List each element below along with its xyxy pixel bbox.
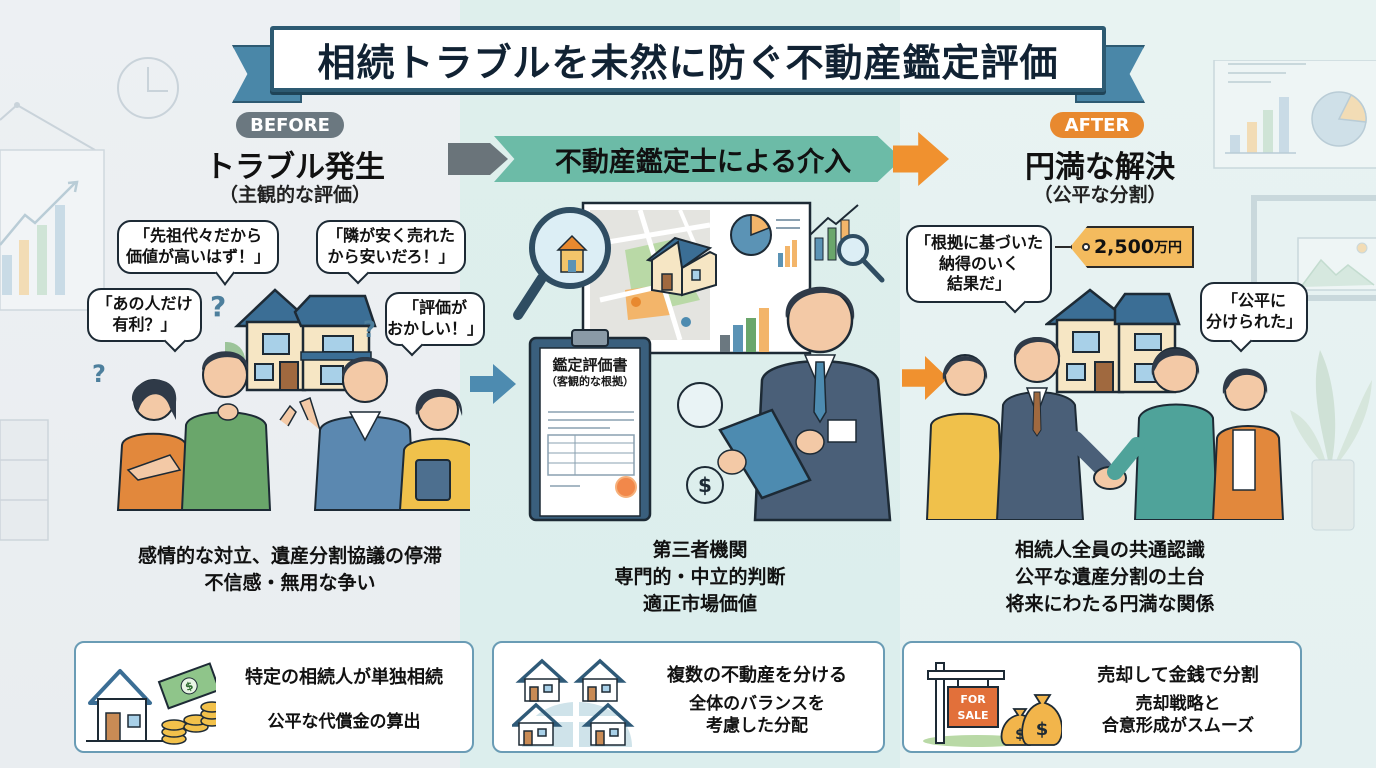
- background-cabinet-decoration: [0, 419, 49, 541]
- bubble-text: おかしい！」: [387, 319, 484, 338]
- card-title: 複数の不動産を分ける: [667, 665, 847, 686]
- card-title: 売却して金銭で分割: [1097, 665, 1259, 686]
- before-subheading: （主観的な評価）: [218, 184, 371, 206]
- summary-line: 適正市場価値: [642, 592, 757, 615]
- bubble-text: 「あの人だけ: [96, 294, 193, 314]
- summary-line: 第三者機関: [652, 539, 748, 561]
- svg-text:$: $: [698, 473, 712, 497]
- speech-bubble: 「根拠に基づいた 納得のいく 結果だ」: [906, 225, 1052, 303]
- speech-bubble: 「先祖代々だから 価値が高いはず！」: [117, 220, 279, 274]
- price-amount: 2,500: [1093, 236, 1155, 258]
- bubble-text: 「公平に: [1221, 291, 1286, 311]
- house-icon: [1045, 288, 1181, 394]
- bubble-text: 結果だ」: [946, 274, 1011, 294]
- price-tag-string: [1055, 246, 1083, 248]
- card-description-line: 売却戦略と: [1135, 694, 1221, 714]
- summary-line: 公平な遺産分割の土台: [1014, 565, 1205, 588]
- multiple-houses-icon: [512, 658, 635, 747]
- middle-banner: 不動産鑑定士による介入: [494, 136, 902, 182]
- speech-bubble: 「公平に 分けられた」: [1200, 282, 1308, 342]
- document-subtitle: （客観的な根拠）: [546, 374, 634, 388]
- speech-bubble: 「あの人だけ 有利？」: [87, 288, 202, 342]
- after-badge: AFTER: [1050, 112, 1144, 138]
- handshake-family-illustration: [925, 337, 1285, 520]
- summary-line: 将来にわたる円満な関係: [1005, 592, 1215, 615]
- bubble-text: 「根拠に基づいた: [914, 232, 1043, 252]
- svg-text:$: $: [1036, 719, 1049, 740]
- appraisal-document: 鑑定評価書 （客観的な根拠）: [540, 356, 640, 389]
- background-chart-decoration-right: [1213, 60, 1376, 301]
- bubble-text: 分けられた」: [1205, 312, 1302, 331]
- bubble-text: 「評価が: [402, 298, 467, 318]
- middle-banner-label: 不動産鑑定士による介入: [554, 146, 852, 178]
- house-money-icon: $: [86, 662, 216, 745]
- card-title: 特定の相続人が単独相続: [245, 667, 443, 688]
- background-chart-decoration-left: [0, 57, 179, 311]
- card-description: 全体のバランスを 考慮した分配: [644, 693, 870, 737]
- background-plant-decoration: [1290, 350, 1372, 531]
- bubble-text: 「先祖代々だから: [133, 226, 262, 246]
- page-title: 相続トラブルを未然に防ぐ不動産鑑定評価: [317, 40, 1059, 85]
- price-unit: 万円: [1154, 240, 1183, 256]
- sign-text: SALE: [958, 709, 989, 722]
- card-description-line: 合意形成がスムーズ: [1101, 716, 1255, 737]
- bubble-text: 価値が高いはず！」: [125, 247, 270, 266]
- middle-summary: 第三者機関 専門的・中立的判断 適正市場価値: [580, 537, 820, 618]
- before-heading: トラブル発生: [205, 150, 385, 185]
- after-subheading: （公平な分割）: [1033, 184, 1167, 206]
- arguing-family-illustration: [116, 351, 470, 511]
- summary-line: 不信感・無用な争い: [204, 571, 376, 594]
- summary-line: 専門的・中立的判断: [614, 565, 786, 588]
- summary-line: 感情的な対立、遺産分割協議の停滞: [137, 545, 442, 567]
- svg-text:$: $: [184, 679, 196, 694]
- case-card-sale: FOR SALE $ $ 売却して金銭で分割 売却戦略と 合意形成がスムーズ: [902, 641, 1302, 753]
- question-mark-icon: ?: [363, 318, 376, 343]
- for-sale-sign-icon: FOR SALE $ $: [923, 662, 1062, 747]
- case-card-multiple-properties: 複数の不動産を分ける 全体のバランスを 考慮した分配: [492, 641, 885, 753]
- bubble-text: 「隣が安く売れた: [326, 226, 455, 246]
- card-description-line: 全体のバランスを: [689, 694, 825, 714]
- case-card-single-heir: $ 特定の相続人が単独相続 公平な代償金の算出: [74, 641, 474, 753]
- card-description: 売却戦略と 合意形成がスムーズ: [1064, 693, 1292, 737]
- money-bag-icon: [1021, 694, 1062, 746]
- speech-bubble: 「評価が おかしい！」: [385, 292, 485, 346]
- sign-text: FOR: [960, 693, 986, 706]
- question-mark-icon: ?: [92, 360, 106, 388]
- title-banner: 相続トラブルを未然に防ぐ不動産鑑定評価: [270, 26, 1106, 92]
- summary-line: 相続人全員の共通認識: [1014, 539, 1205, 561]
- svg-text:$: $: [1015, 727, 1025, 743]
- price-tag-hole: [1082, 243, 1090, 251]
- before-badge: BEFORE: [236, 112, 344, 138]
- bubble-text: から安いだろ！」: [327, 247, 455, 266]
- appraiser-illustration: $: [513, 201, 892, 522]
- bubble-text: 有利？」: [112, 315, 177, 334]
- bubble-text: 納得のいく: [938, 253, 1019, 273]
- before-summary: 感情的な対立、遺産分割協議の停滞 不信感・無用な争い: [80, 543, 500, 597]
- after-heading: 円満な解決: [1025, 150, 1175, 185]
- question-mark-icon: ?: [210, 290, 227, 323]
- after-summary: 相続人全員の共通認識 公平な遺産分割の土台 将来にわたる円満な関係: [960, 537, 1260, 618]
- document-title: 鑑定評価書: [552, 356, 628, 374]
- card-description-line: 考慮した分配: [706, 716, 808, 737]
- speech-bubble: 「隣が安く売れた から安いだろ！」: [316, 220, 466, 274]
- card-description: 公平な代償金の算出: [267, 712, 421, 732]
